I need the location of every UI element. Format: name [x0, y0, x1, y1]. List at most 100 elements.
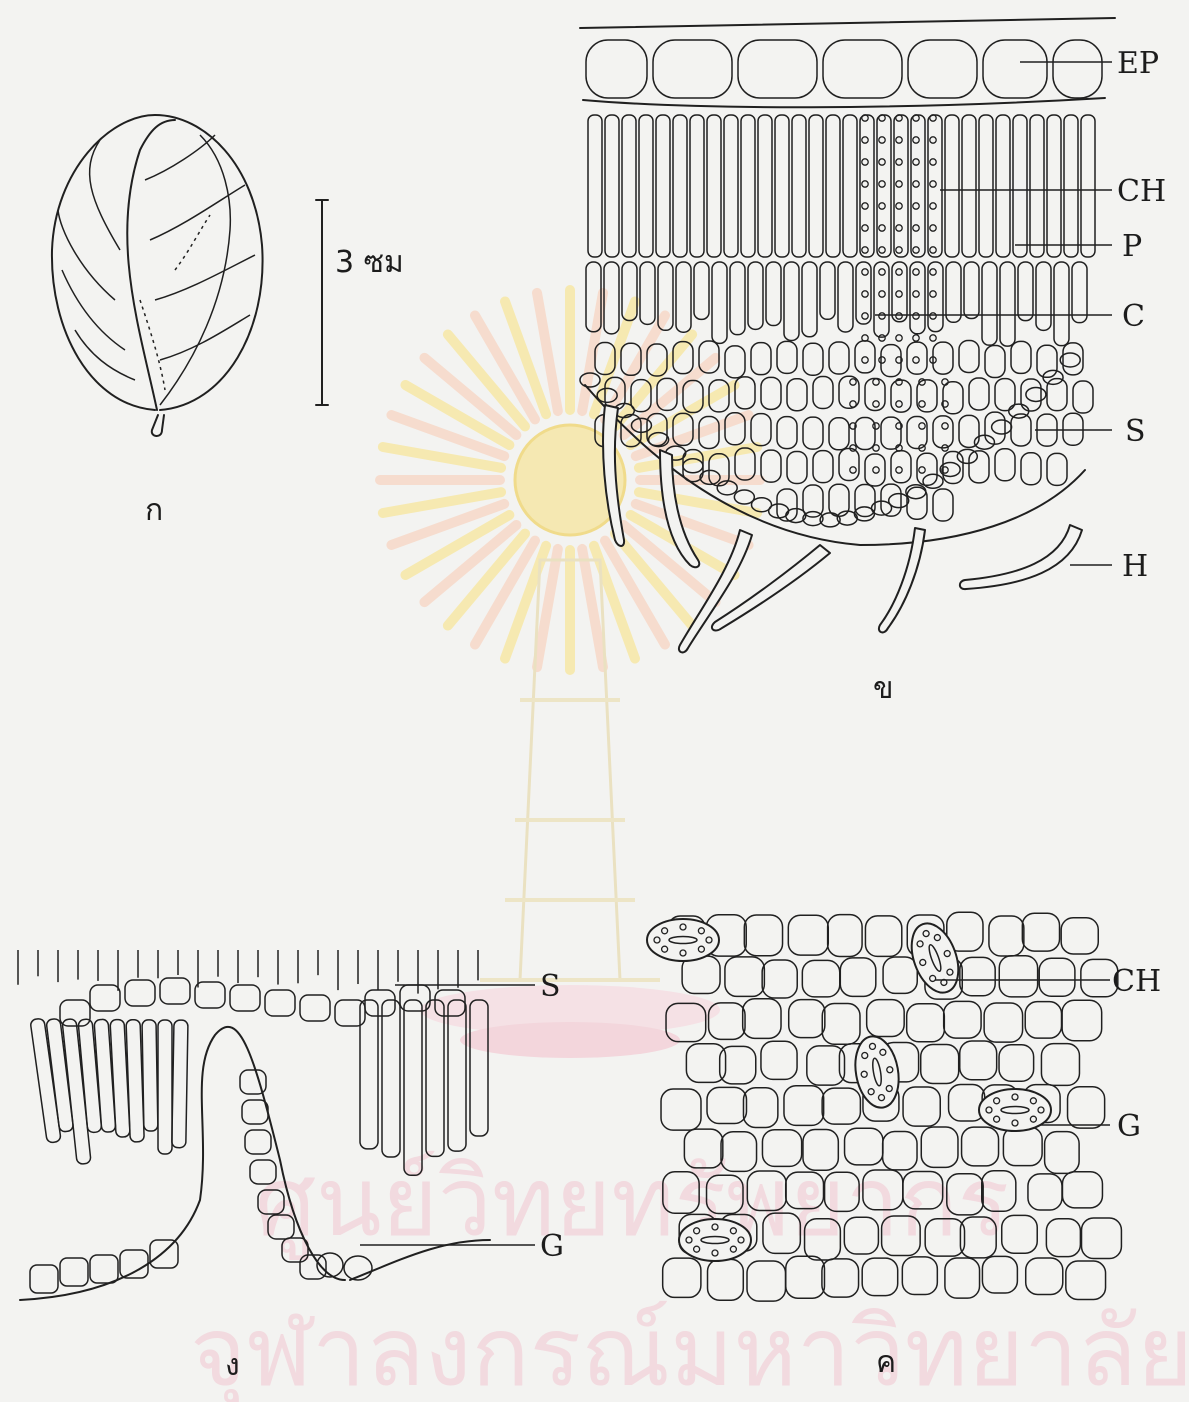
epidermal-cell — [761, 1041, 797, 1079]
epidermal-cell — [265, 990, 295, 1016]
palisade-cell — [792, 115, 806, 257]
palisade-cell — [996, 115, 1010, 257]
spongy-cell — [813, 377, 833, 409]
leaf-outline — [52, 115, 263, 410]
palisade-cell — [1064, 115, 1078, 257]
crystal-dot — [896, 203, 902, 209]
palisade-cell-lower — [730, 262, 745, 335]
leaf-midrib — [127, 120, 175, 410]
leaf-petiole — [152, 415, 164, 436]
palisade-cell-lower — [784, 262, 799, 340]
epidermal-cell — [944, 1001, 981, 1038]
palisade-cell-lower — [838, 262, 853, 332]
crystal-dot — [850, 467, 856, 473]
epidermis-cell — [738, 40, 817, 98]
epidermal-cell — [960, 1041, 997, 1080]
epidermal-cell — [1041, 1044, 1079, 1086]
label-G-d: G — [540, 1229, 564, 1264]
spongy-cell — [855, 418, 875, 450]
crystal-dot — [896, 313, 902, 319]
palisade-cell-lower — [964, 262, 979, 319]
crystal-dot — [913, 269, 919, 275]
epidermal-cell — [1046, 1219, 1080, 1257]
spongy-cell — [959, 340, 979, 372]
lower-epidermis-cell — [957, 449, 977, 463]
crystal-dot — [862, 225, 868, 231]
palisade-cell — [724, 115, 738, 257]
epidermal-cell — [60, 1258, 88, 1286]
epidermal-cell — [802, 960, 839, 997]
epidermal-cell — [707, 1087, 746, 1123]
spongy-cell — [907, 487, 927, 519]
crystal-dot — [879, 247, 885, 253]
epidermal-cell — [195, 982, 225, 1008]
spongy-cell — [985, 346, 1005, 378]
epidermis-cell — [908, 40, 977, 98]
epidermal-cell — [90, 1255, 118, 1283]
crystal-dot — [879, 313, 885, 319]
crystal-dot — [862, 291, 868, 297]
spongy-cell — [969, 451, 989, 483]
epidermal-cell — [921, 1045, 959, 1084]
crystal-dot — [913, 313, 919, 319]
guard-cell-pair — [647, 919, 719, 961]
panel-b-caption: ข — [873, 671, 894, 706]
spongy-cell — [803, 417, 823, 449]
spongy-cell — [751, 343, 771, 375]
crystal-dot — [879, 203, 885, 209]
palisade-cell-lower — [802, 262, 817, 337]
epidermal-cell — [663, 1258, 701, 1297]
stoma — [647, 919, 719, 961]
crystal-dot — [913, 247, 919, 253]
spongy-cell — [803, 343, 823, 375]
epidermal-cell — [762, 960, 797, 998]
crystal-dot — [896, 247, 902, 253]
guard-cell-pair — [903, 917, 967, 999]
crystal-dot — [879, 357, 885, 363]
spongy-cell — [751, 414, 771, 446]
crystal-dot — [879, 225, 885, 231]
epidermal-cell — [1022, 913, 1059, 951]
crystal-dot — [930, 335, 936, 341]
crystal-dot — [930, 159, 936, 165]
epidermal-cell — [120, 1250, 148, 1278]
epidermal-cell — [300, 995, 330, 1021]
palisade-cell-lower — [676, 262, 691, 332]
palisade-cell-lower — [820, 262, 835, 319]
lower-epidermis-cell — [1026, 387, 1046, 401]
crystal-dot — [896, 181, 902, 187]
crystal-dot — [930, 291, 936, 297]
crystal-dot — [862, 181, 868, 187]
crystal-dot — [879, 137, 885, 143]
epidermal-cell — [1082, 1218, 1122, 1259]
palisade-cell — [843, 115, 857, 257]
spongy-cell — [933, 416, 953, 448]
palisade-cell-lower — [748, 262, 763, 329]
epidermal-cell — [840, 958, 876, 996]
epidermal-cell — [822, 1088, 860, 1124]
spongy-cell — [933, 489, 953, 521]
palisade-cell — [158, 1020, 172, 1154]
spongy-cell — [777, 341, 797, 373]
crystal-dot — [930, 203, 936, 209]
crystal-dot — [930, 181, 936, 187]
crystal-dot — [930, 225, 936, 231]
palisade-layer-2 — [586, 262, 1087, 346]
label-C: C — [1122, 299, 1145, 334]
palisade-cell — [1030, 115, 1044, 257]
palisade-cell-lower — [712, 262, 727, 343]
crystal-dot — [862, 313, 868, 319]
lower-epidermis-cell — [889, 494, 909, 508]
crystal-dot — [850, 379, 856, 385]
palisade-cell-lower — [982, 262, 997, 345]
epidermis-cell — [653, 40, 732, 98]
crystal-dot — [913, 137, 919, 143]
epidermal-cell — [744, 915, 782, 956]
epidermal-cell — [786, 1256, 825, 1298]
label-CH-c: CH — [1112, 964, 1161, 999]
spongy-cell — [829, 342, 849, 374]
scale-bar — [316, 200, 328, 405]
palisade-cell — [382, 1000, 400, 1157]
label-S-d: S — [540, 969, 561, 1004]
